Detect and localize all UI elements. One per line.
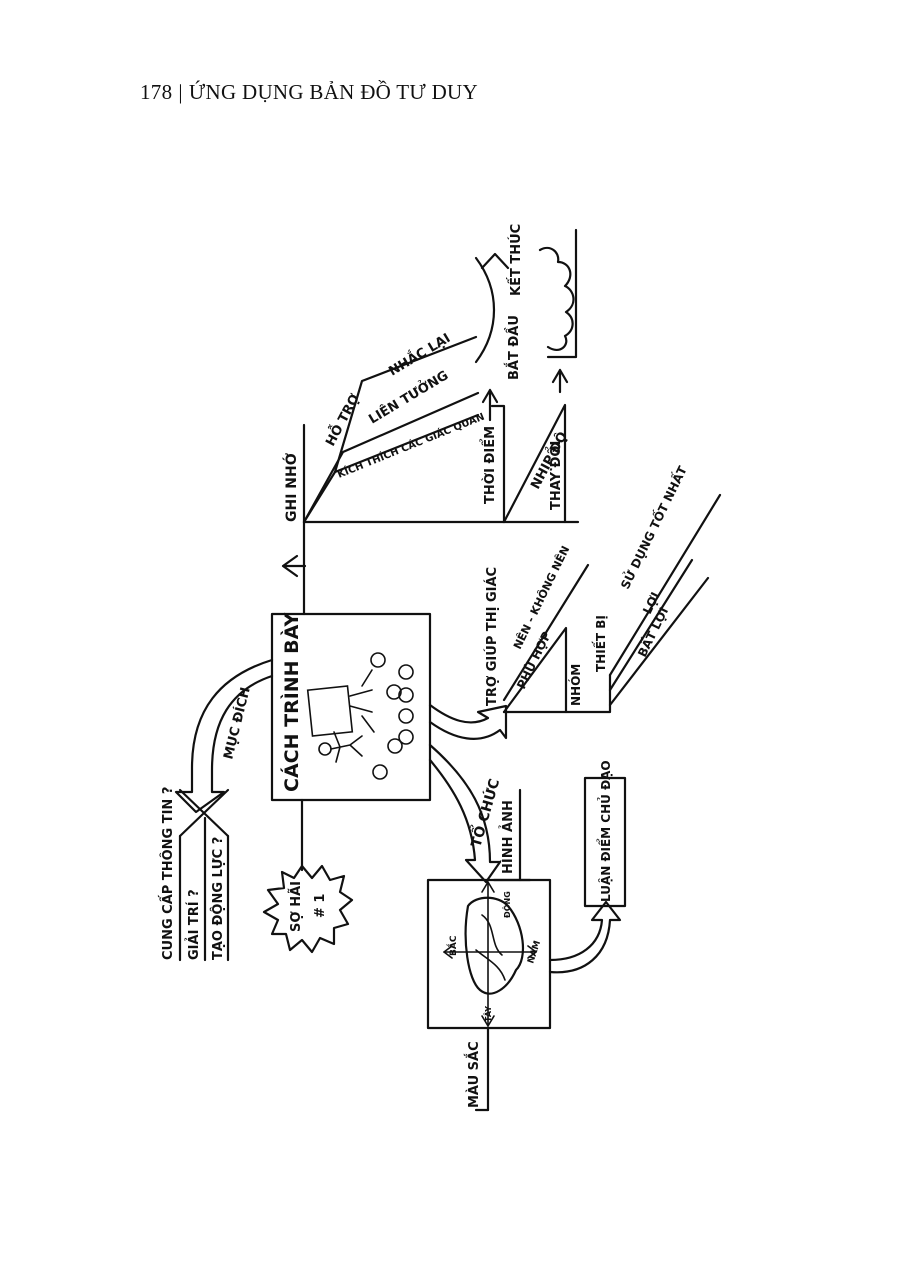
purpose-arrow-icon	[174, 658, 274, 814]
purpose-label: MỤC ĐÍCH	[220, 686, 253, 761]
presenter-figure-icon	[306, 669, 375, 763]
equipment-item-1: SỬ DỤNG TỐT NHẤT	[615, 462, 690, 591]
purpose-item-1: CUNG CẤP THÔNG TIN ?	[158, 787, 176, 960]
memory-label: GHI NHỚ	[282, 453, 300, 522]
organization-branch: TỔ CHỨC HÌNH ẢNH MÀU SẮC BẮC ĐÔNG NAM TÂ…	[426, 743, 627, 1112]
start-up-arrow-icon	[551, 368, 569, 394]
fear-label: SỢ HÃI	[288, 881, 304, 932]
organization-label: TỔ CHỨC	[465, 776, 504, 849]
central-title: CÁCH TRÌNH BÀY	[280, 612, 303, 792]
compass-west: TÂY	[482, 1006, 493, 1022]
visual-aids-arrow-icon	[428, 703, 508, 740]
fear-number: # 1	[313, 894, 328, 918]
purpose-item-2: GIẢI TRÍ ?	[185, 889, 202, 960]
memory-timing-label: THỜI ĐIỂM	[480, 426, 498, 504]
thesis-arrow-icon	[548, 900, 622, 974]
memory-arrow-icon	[281, 554, 307, 578]
main-thesis: LUẬN ĐIỂM CHỦ ĐẠO	[596, 760, 613, 902]
compass-south: NAM	[526, 939, 543, 964]
audience-icon	[370, 652, 414, 780]
memory-start-label: BẮT ĐẦU	[504, 315, 522, 380]
visual-aids-label: TRỢ GIÚP THỊ GIÁC	[484, 567, 500, 706]
organization-image: HÌNH ẢNH	[499, 800, 516, 874]
compass-north: BẮC	[446, 935, 459, 956]
compass-east: ĐÔNG	[501, 891, 512, 918]
organization-color: MÀU SẮC	[465, 1041, 482, 1108]
thesis-box	[583, 776, 627, 908]
central-node: CÁCH TRÌNH BÀY	[270, 612, 432, 802]
purpose-branch: MỤC ĐÍCH CUNG CẤP THÔNG TIN ? GIẢI TRÍ ?…	[158, 658, 274, 962]
timing-arrow-icon	[481, 388, 499, 422]
central-box	[270, 612, 432, 802]
visual-aids-group: NHÓM	[568, 664, 583, 706]
visual-aids-equipment: THIẾT BỊ	[592, 615, 608, 672]
memory-end-label: KẾT THÚC	[507, 224, 524, 296]
page-number: 178	[140, 80, 173, 104]
fear-spiky-icon	[262, 864, 354, 954]
cloud-icon	[538, 246, 575, 352]
visual-aids-branch: TRỢ GIÚP THỊ GIÁC NÊN - KHÔNG NÊN PHÙ HỢ…	[428, 462, 722, 740]
fear-node: SỢ HÃI # 1	[262, 798, 354, 954]
running-header: 178|ỨNG DỤNG BẢN ĐỒ TƯ DUY	[140, 80, 478, 105]
header-separator: |	[178, 80, 183, 104]
organization-arrow-icon	[428, 743, 502, 884]
book-title: ỨNG DỤNG BẢN ĐỒ TƯ DUY	[188, 80, 478, 104]
brain-icon	[464, 896, 524, 995]
memory-branch: GHI NHỚ HỖ TRỢ NHẮC LẠI LIÊN TƯỞNG KÍCH …	[281, 224, 580, 616]
end-up-arrow-icon	[480, 252, 510, 270]
memory-change-label: THAY ĐỔI	[546, 441, 564, 510]
compass-arrows-icon	[443, 881, 537, 1027]
bracket-curve	[474, 256, 495, 364]
purpose-item-3: TẠO ĐỘNG LỰC ?	[210, 837, 226, 960]
